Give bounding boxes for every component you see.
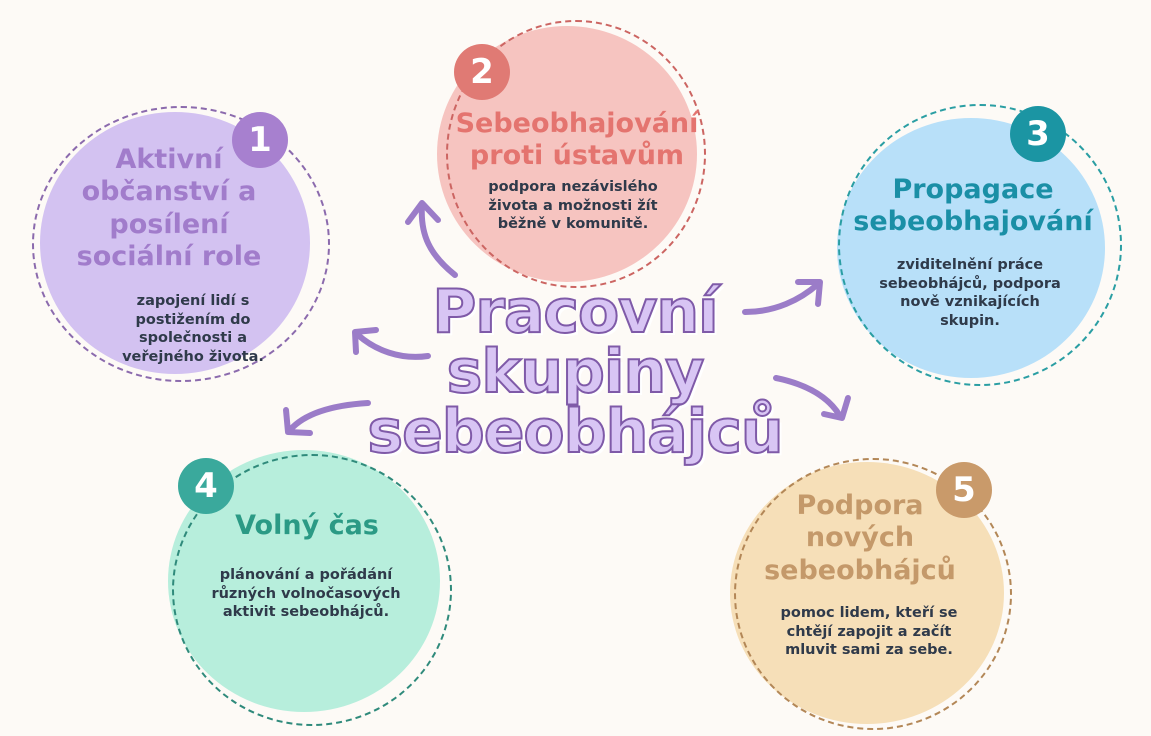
arrow-to-node-4 — [287, 400, 371, 433]
center-title-line-1: Pracovní — [431, 277, 719, 347]
node-number-badge: 5 — [936, 462, 992, 518]
node-description: plánování a pořádání různých volnočasový… — [211, 567, 401, 621]
node-description: zviditelnění práce sebeobhájců, podpora … — [879, 257, 1061, 329]
node-number-badge: 1 — [232, 112, 288, 168]
node-description: podpora nezávislého života a možnosti ží… — [488, 179, 658, 233]
node-dashed-ring — [734, 458, 1012, 730]
node-title: Sebeobhajování proti ústavům — [455, 108, 699, 172]
node-title: Podpora nových sebeobhájců — [764, 490, 956, 586]
node-title: Volný čas — [235, 510, 379, 541]
center-title-line-3: sebeobhájců — [366, 397, 784, 467]
node-number-badge: 2 — [454, 44, 510, 100]
node-description: zapojení lidí s postižením do společnost… — [122, 293, 264, 365]
node-title: Aktivní občanství a posílení sociální ro… — [76, 144, 262, 273]
arrow-to-node-2 — [418, 202, 458, 278]
center-title: Pracovní skupiny sebeobhájců — [330, 277, 820, 467]
node-description: pomoc lidem, kteří se chtějí zapojit a z… — [780, 605, 958, 659]
arrow-to-node-5 — [773, 375, 843, 419]
node-title: Propagace sebeobhajování — [853, 174, 1093, 238]
arrow-to-node-3 — [742, 281, 821, 315]
arrow-to-node-1 — [355, 332, 431, 360]
node-number-badge: 4 — [178, 458, 234, 514]
node-dashed-ring — [32, 106, 330, 382]
center-title-line-2: skupiny — [446, 337, 706, 407]
node-dashed-ring — [172, 454, 452, 726]
node-number-badge: 3 — [1010, 106, 1066, 162]
node-dashed-ring — [446, 20, 706, 288]
node-dashed-ring — [838, 104, 1122, 386]
